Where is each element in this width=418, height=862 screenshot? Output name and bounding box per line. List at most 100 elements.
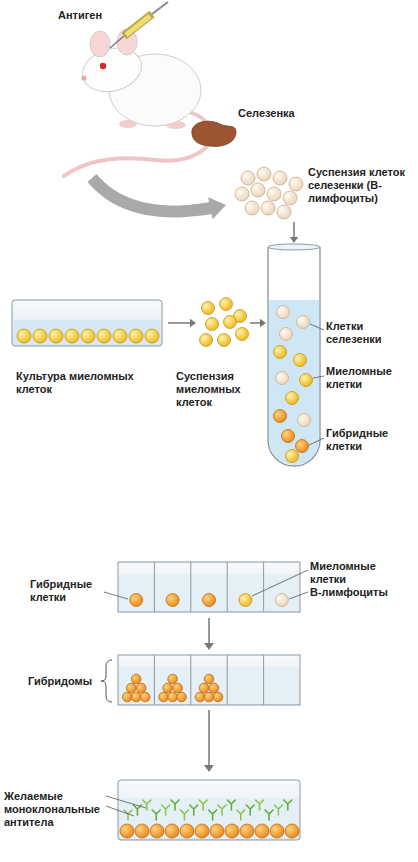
arrow-head [204, 765, 214, 772]
bracket [101, 660, 112, 702]
leader-line [106, 796, 146, 808]
leader-line [104, 592, 128, 599]
label-slot: Гибридомы [28, 675, 102, 688]
leader-line [309, 438, 324, 445]
cell [240, 824, 254, 838]
cell [209, 683, 219, 693]
antibody [143, 800, 151, 810]
cell [168, 692, 178, 702]
cell [135, 824, 149, 838]
arrow-head [204, 643, 214, 650]
dish-body [12, 300, 162, 346]
tube-glass [268, 247, 320, 466]
antibody [237, 810, 245, 820]
callout-label: Гибридомы [28, 675, 102, 688]
cell [297, 316, 310, 329]
well-wall [190, 655, 191, 705]
cell [255, 824, 269, 838]
mouse-eye [100, 63, 106, 69]
cell [200, 334, 213, 347]
cell [122, 692, 132, 702]
leader-line [252, 570, 308, 596]
plate-liquid [119, 574, 299, 611]
label-slot: Миеломные клетки [326, 365, 414, 391]
cell [276, 372, 289, 385]
cell [166, 594, 179, 607]
cell [285, 824, 299, 838]
cell [203, 594, 216, 607]
down-arrow [290, 222, 298, 243]
cell [129, 329, 143, 343]
cell [274, 346, 287, 359]
cell [286, 392, 299, 405]
cell [131, 674, 141, 684]
antibody [190, 805, 198, 815]
tube-rim [268, 244, 320, 250]
callout-label: Суспензия клеток селезенки (В-лимфоциты) [308, 166, 414, 206]
cell [204, 692, 214, 702]
antibody [265, 810, 273, 820]
callout-label: Миеломные клетки [310, 560, 414, 586]
leader-line [313, 376, 324, 378]
mouse-head [78, 42, 147, 98]
label-slot: Гибридные клетки [326, 427, 414, 453]
label-slot: Суспензия клеток селезенки (В-лимфоциты) [308, 166, 414, 206]
callout-label: Селезенка [238, 107, 318, 120]
antibody [162, 805, 170, 815]
down-arrow [204, 710, 214, 772]
label-slot: Селезенка [238, 107, 318, 120]
callout-label: Гибридные клетки [326, 427, 414, 453]
plate-body [118, 562, 300, 612]
cell [180, 824, 194, 838]
antibody [152, 810, 160, 820]
callout-label: Культура миеломных клеток [16, 370, 146, 396]
spleen-cell-suspension [235, 167, 303, 219]
cell [33, 329, 47, 343]
well-wall [263, 655, 264, 705]
petri-dish [12, 300, 162, 346]
cell [273, 171, 287, 185]
well-plate [118, 655, 300, 705]
arrow-head [290, 237, 298, 243]
antibody [274, 805, 282, 815]
cell [165, 824, 179, 838]
cell [251, 183, 265, 197]
spleen-organ [192, 121, 236, 146]
plate-liquid [119, 667, 299, 704]
cell [199, 683, 209, 693]
callout-label: Миеломные клетки [326, 365, 414, 391]
cell [65, 329, 79, 343]
cell [277, 306, 290, 319]
well-wall [154, 655, 155, 705]
cell [286, 450, 299, 463]
callout-label: Желаемые моноклональные антитела [4, 790, 106, 830]
spleen [192, 121, 236, 146]
well-wall [227, 562, 228, 612]
cell [274, 410, 287, 423]
label-slot: Гибридные клетки [30, 578, 102, 604]
cell [282, 430, 295, 443]
label-slot: Миеломные клетки [310, 560, 414, 586]
cell [97, 329, 111, 343]
cell [245, 201, 259, 215]
well-wall [263, 562, 264, 612]
arrow-head [208, 197, 226, 219]
callout-label: Суспензия миеломных клеток [176, 370, 264, 410]
cell [206, 318, 219, 331]
label-slot: Суспензия миеломных клеток [176, 370, 264, 410]
cell [126, 683, 136, 693]
cell [241, 171, 255, 185]
cell [81, 329, 95, 343]
syringe-barrel [124, 14, 152, 36]
syringe-needle [110, 36, 124, 48]
callout-label: Клетки селезенки [326, 320, 414, 346]
antibody-dish [106, 780, 300, 840]
label-slot: Желаемые моноклональные антитела [4, 790, 106, 830]
cell [239, 594, 252, 607]
cell [17, 329, 31, 343]
dish-body [118, 780, 300, 840]
cell [280, 328, 293, 341]
syringe-plunger [152, 2, 168, 14]
antibody [227, 800, 235, 810]
antibody [284, 800, 292, 810]
